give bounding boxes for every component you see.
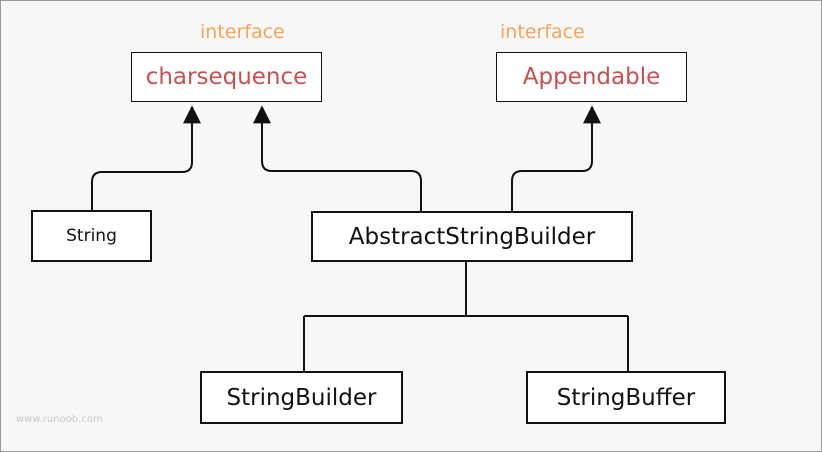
watermark: www.runoob.com bbox=[16, 414, 103, 425]
string-buffer-label: StringBuffer bbox=[556, 384, 696, 411]
edge-string-to-charsequence bbox=[91, 105, 201, 210]
charsequence-node: charsequence bbox=[131, 52, 322, 102]
charsequence-interface-tag: interface bbox=[200, 21, 285, 43]
abstract-string-builder-node: AbstractStringBuilder bbox=[311, 211, 633, 262]
string-node: String bbox=[31, 210, 152, 262]
charsequence-label: charsequence bbox=[145, 64, 308, 90]
edge-asb-to-charsequence bbox=[253, 105, 422, 211]
appendable-interface-tag: interface bbox=[500, 21, 585, 43]
string-builder-label: StringBuilder bbox=[226, 384, 377, 411]
appendable-node: Appendable bbox=[496, 52, 687, 102]
string-label: String bbox=[66, 226, 117, 246]
edge-asb-to-appendable bbox=[511, 105, 601, 211]
abstract-string-builder-label: AbstractStringBuilder bbox=[348, 223, 596, 250]
string-buffer-node: StringBuffer bbox=[526, 371, 726, 424]
appendable-label: Appendable bbox=[522, 64, 661, 90]
string-builder-node: StringBuilder bbox=[200, 371, 403, 424]
